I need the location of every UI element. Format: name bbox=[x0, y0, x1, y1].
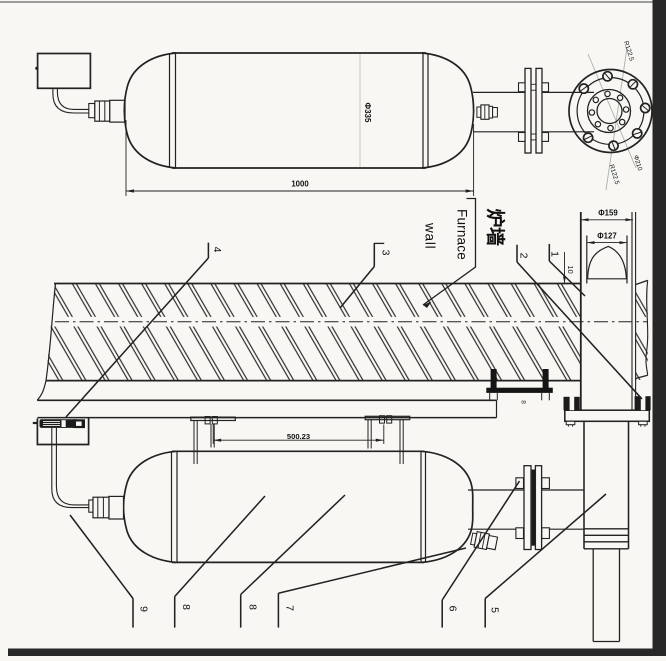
svg-text:Φ127: Φ127 bbox=[597, 232, 616, 241]
svg-text:炉: 炉 bbox=[484, 208, 507, 227]
svg-text:Φ159: Φ159 bbox=[598, 209, 618, 218]
svg-text:8: 8 bbox=[180, 604, 192, 610]
svg-text:7: 7 bbox=[284, 605, 296, 611]
svg-text:1: 1 bbox=[549, 251, 561, 257]
svg-text:10: 10 bbox=[566, 265, 575, 273]
svg-text:3: 3 bbox=[380, 250, 392, 256]
svg-text:9: 9 bbox=[138, 606, 150, 612]
svg-text:4: 4 bbox=[211, 247, 223, 253]
svg-text:500.23: 500.23 bbox=[287, 432, 310, 441]
svg-text:Φ335: Φ335 bbox=[363, 103, 372, 123]
svg-text:Furnace: Furnace bbox=[455, 209, 470, 260]
svg-text:5: 5 bbox=[489, 607, 501, 613]
svg-text:8: 8 bbox=[520, 400, 527, 404]
svg-text:wall: wall bbox=[423, 222, 438, 249]
svg-text:6: 6 bbox=[447, 606, 459, 612]
svg-text:墙: 墙 bbox=[484, 227, 507, 246]
svg-text:2: 2 bbox=[518, 253, 530, 259]
svg-text:8: 8 bbox=[247, 604, 259, 610]
svg-text:1000: 1000 bbox=[291, 180, 309, 189]
